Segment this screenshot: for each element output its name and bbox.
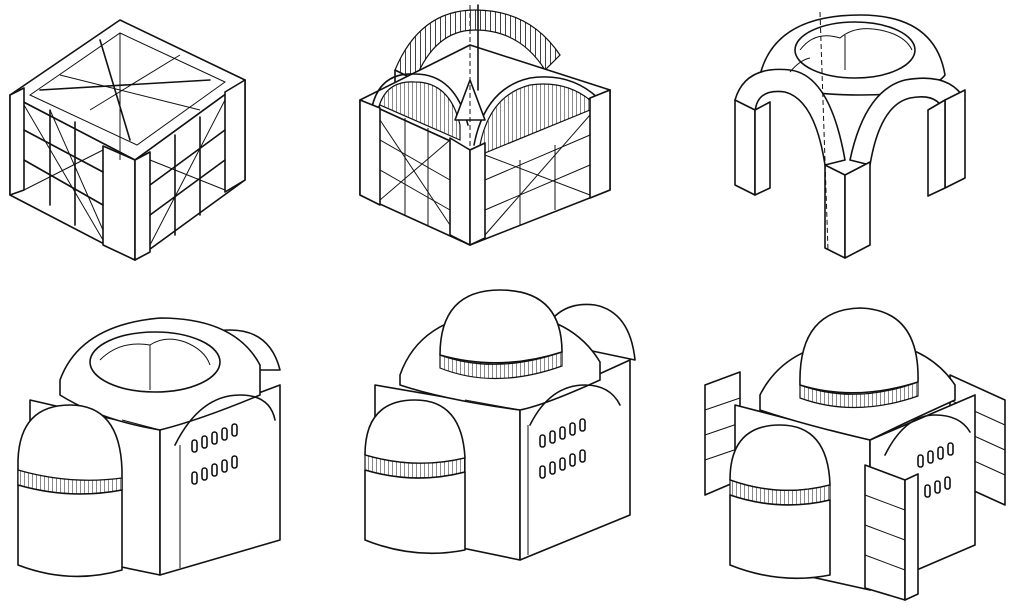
open-crown-structure-icon: [17, 317, 281, 578]
panel-pendentives: [734, 11, 966, 259]
pendentive-piers-icon: [734, 11, 966, 259]
timber-scaffold-icon: [9, 19, 246, 261]
buttressed-church-icon: [704, 307, 1006, 601]
window-grid: [191, 423, 238, 485]
window-grid: [539, 418, 586, 479]
panel-central-dome: [364, 289, 636, 561]
panel-centering: [359, 4, 611, 246]
window-grid: [917, 442, 954, 498]
panel-scaffold: [9, 19, 246, 261]
panel-buttresses: [704, 307, 1006, 601]
panel-semidomes: [17, 317, 281, 578]
arch-centering-icon: [359, 4, 611, 246]
domed-church-icon: [364, 289, 636, 561]
